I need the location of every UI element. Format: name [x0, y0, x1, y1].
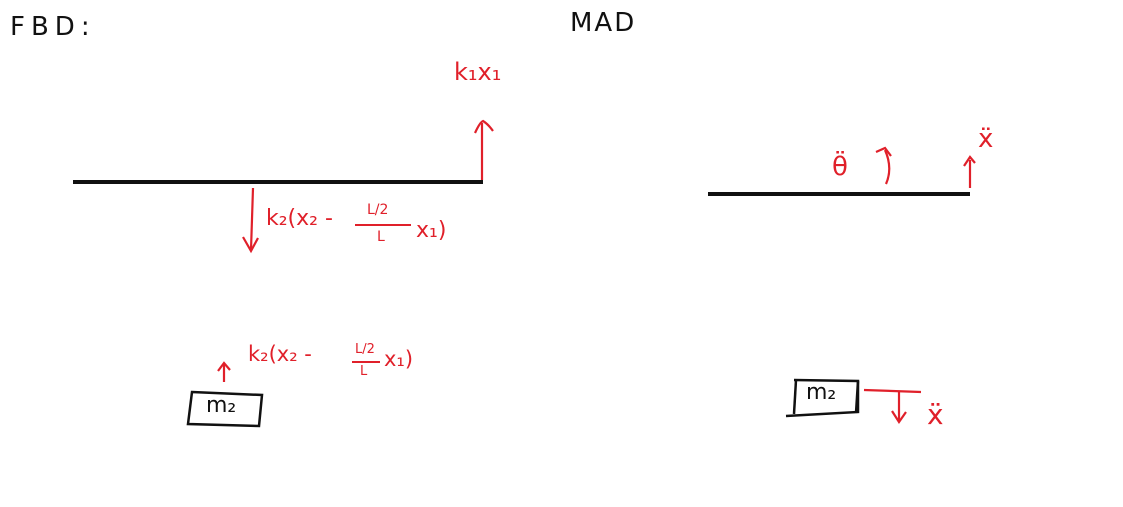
fbd-spring2-arrowhead [242, 236, 259, 254]
fbd-mass-box [186, 390, 264, 428]
fbd-spring2-force-prefix: k₂(x₂ - [266, 206, 333, 231]
heading-fbd: FBD: [10, 12, 96, 42]
mad-mass-box-left [792, 379, 798, 415]
mad-mass-accel-arrowhead [891, 410, 907, 424]
fbd-mass-frac-den: L [360, 364, 368, 379]
fbd-spring2-frac-num: L/2 [367, 202, 389, 218]
heading-mad: MAD [570, 8, 637, 38]
fbd-mass-label: m₂ [206, 393, 237, 418]
mad-theta-ddot-label: θ̈ [832, 152, 848, 182]
mad-mass-label: m₂ [806, 380, 837, 405]
mad-mass-accel-leader [863, 388, 922, 394]
fbd-mass-frac-num: L/2 [355, 342, 375, 357]
mad-mass-box-right [854, 380, 860, 414]
mad-rotation-arrow [883, 149, 891, 185]
fbd-mass-arrowhead [217, 361, 231, 372]
fbd-spring1-arrowhead [473, 119, 494, 134]
fbd-spring2-force-arrow [249, 187, 255, 251]
fbd-mass-force-suffix: x₁) [384, 347, 414, 371]
fbd-spring2-frac-den: L [377, 229, 385, 245]
mad-mass-accel-label: ẍ [927, 398, 944, 431]
mad-rotation-arrowhead [875, 146, 892, 157]
fbd-spring1-force-label: k₁x₁ [454, 58, 502, 86]
mad-beam-accel-arrowhead [963, 155, 976, 167]
fbd-spring2-force-suffix: x₁) [416, 218, 447, 243]
mad-beam-accel-label: ẍ [978, 124, 994, 154]
fbd-mass-force-prefix: k₂(x₂ - [248, 342, 312, 366]
